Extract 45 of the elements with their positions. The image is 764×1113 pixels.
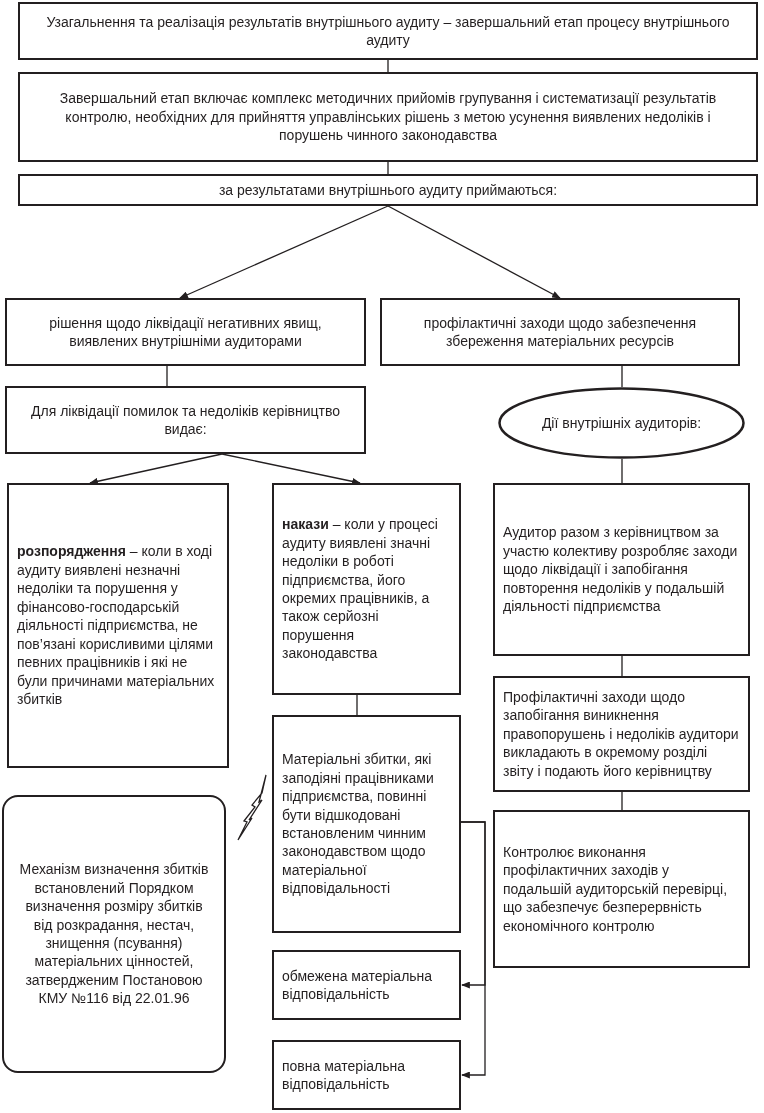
process-box bbox=[7, 483, 229, 768]
connector-line bbox=[356, 694, 358, 716]
box-text: повна матеріальна відповідальність bbox=[282, 1056, 407, 1094]
process-box bbox=[493, 810, 750, 968]
box-text: Контролює виконання профілактичних заходів у подальшій аудиторській перевірці, що забезпечує безперервність економічного контролю bbox=[503, 842, 729, 936]
process-box bbox=[5, 386, 366, 454]
lightning-connector bbox=[237, 774, 267, 841]
box-text: накази – коли у процесі аудиту виявлені значні недоліки в роботі підприємства, його окремих працівників, а також серйозні порушення законодавства bbox=[282, 515, 439, 663]
box-text: за результатами внутрішнього аудиту приймаються: bbox=[217, 180, 559, 200]
box-text: Для ліквідації помилок та недоліків керівництво видає: bbox=[30, 401, 341, 439]
connector-line bbox=[621, 458, 623, 484]
arrow bbox=[460, 821, 486, 1079]
connector-line bbox=[621, 655, 623, 677]
process-box bbox=[493, 483, 750, 656]
box-text: розпорядження – коли в ході аудиту виявлені незначні недоліки та порушення у фінансово-господарській діяльності підприємства, не пов’язані корисливими цілями певних працівників і які не були причинами матеріальних збитків bbox=[17, 542, 216, 709]
box-text: Завершальний етап включає комплекс методичних прийомів групування і систематизації результатів контролю, необхідних для прийняття управлінських рішень з метою усунення виявлених недоліків і порушень чинного законодавства bbox=[58, 89, 718, 145]
box-text: Дії внутрішніх аудиторів: bbox=[541, 413, 702, 433]
box-text: Узагальнення та реалізація результатів внутрішнього аудиту – завершальний етап процесу внутрішнього аудиту bbox=[45, 12, 731, 50]
box-text: Механізм визначення збитків встановлений Порядком визначення розміру збитків від розкрадання, нестач, знищення (псування) матеріальних цінностей, затвердженим Постановою КМУ №116 від 22.01.96 bbox=[18, 860, 210, 1008]
box-text: Аудитор разом з керівництвом за участю колективу розробляє заходи щодо ліквідації і запобігання повторення недоліків у подальшій діяльності підприємства bbox=[503, 523, 739, 616]
connector-line bbox=[166, 365, 168, 387]
process-box bbox=[272, 483, 461, 695]
title-box bbox=[18, 2, 758, 60]
arrow bbox=[89, 453, 223, 485]
process-box bbox=[18, 72, 758, 162]
connector-line bbox=[621, 365, 623, 388]
connector-line bbox=[387, 161, 389, 175]
box-text: профілактичні заходи щодо забезпечення збереження матеріальних ресурсів bbox=[422, 313, 698, 351]
process-box bbox=[272, 715, 461, 933]
arrow bbox=[179, 205, 389, 299]
process-box bbox=[18, 174, 758, 206]
connector-line bbox=[387, 59, 389, 73]
process-box bbox=[493, 676, 750, 792]
process-box bbox=[5, 298, 366, 366]
connector-line bbox=[621, 791, 623, 811]
box-text: обмежена матеріальна відповідальність bbox=[282, 966, 434, 1004]
box-text: рішення щодо ліквідації негативних явищ, виявлених внутрішніми аудиторами bbox=[48, 313, 323, 351]
arrow bbox=[221, 453, 361, 485]
arrow bbox=[387, 205, 561, 299]
note-box bbox=[2, 795, 226, 1073]
box-text: Профілактичні заходи щодо запобігання виникнення правопорушень і недоліків аудитори викладають в окремому розділі звіту і подають його керівництву bbox=[503, 687, 740, 781]
box-text: Матеріальні збитки, які заподіяні працівниками підприємства, повинні бути відшкодовані встановленим чинним законодавством щодо матеріальної відповідальності bbox=[282, 750, 435, 898]
process-box bbox=[272, 950, 461, 1020]
process-box bbox=[380, 298, 740, 366]
process-box bbox=[272, 1040, 461, 1110]
